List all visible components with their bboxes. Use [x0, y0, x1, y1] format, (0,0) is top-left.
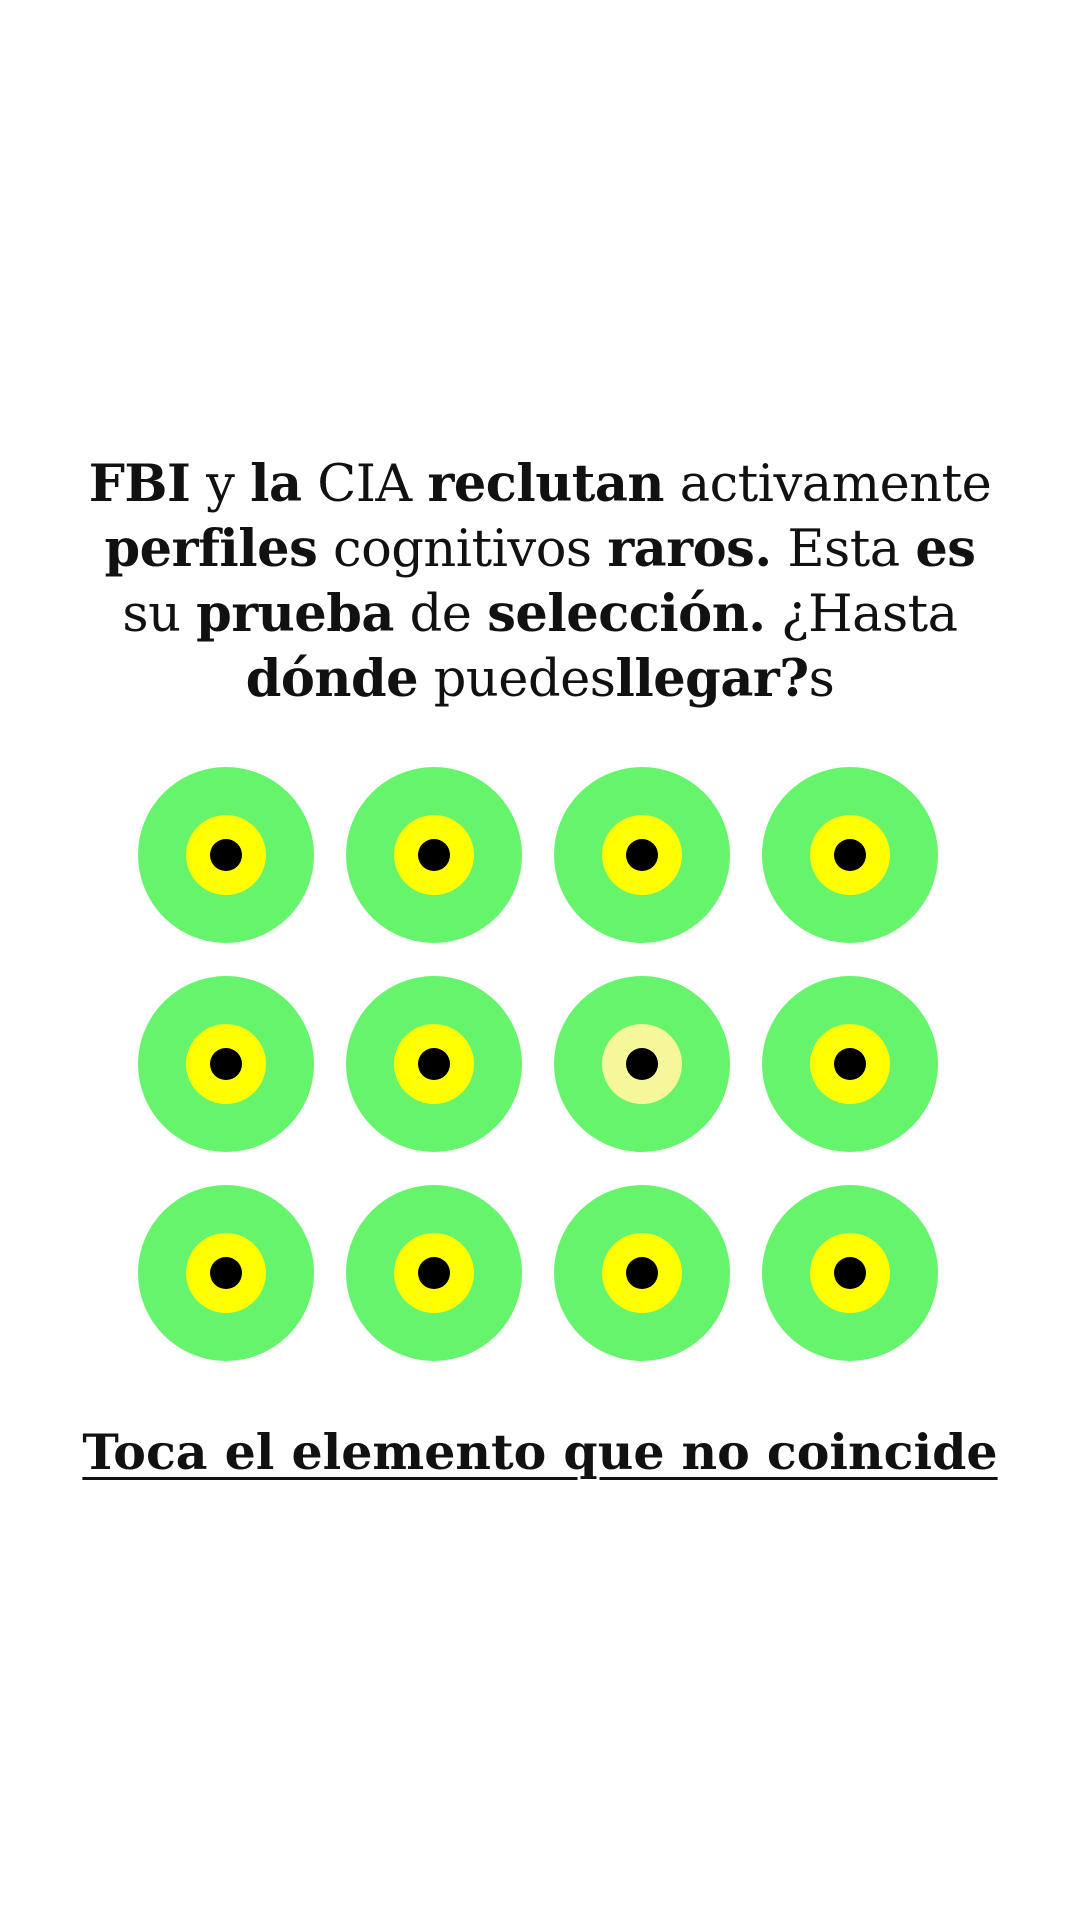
- headline-word: la: [250, 454, 302, 514]
- target-core-dot: [210, 839, 242, 871]
- target-circle[interactable]: [762, 1185, 938, 1361]
- headline-word: CIA: [317, 455, 412, 514]
- target-middle-ring: [186, 1233, 266, 1313]
- headline-word: reclutan: [427, 454, 664, 514]
- target-circle[interactable]: [346, 976, 522, 1152]
- target-middle-ring: [602, 1233, 682, 1313]
- target-middle-ring: [186, 1024, 266, 1104]
- target-core-dot: [626, 1048, 658, 1080]
- headline-word: ¿Hasta: [781, 585, 958, 644]
- target-core-dot: [210, 1257, 242, 1289]
- target-middle-ring: [602, 1024, 682, 1104]
- target-circle[interactable]: [346, 767, 522, 943]
- target-middle-ring: [394, 1024, 474, 1104]
- target-circle[interactable]: [138, 976, 314, 1152]
- target-middle-ring: [394, 1233, 474, 1313]
- headline-word: dónde: [245, 649, 419, 709]
- target-core-dot: [834, 839, 866, 871]
- headline-word: Esta: [787, 520, 900, 579]
- headline-word: perfiles: [104, 519, 318, 579]
- instruction-text: Toca el elemento que no coincide: [82, 1423, 998, 1481]
- target-circle[interactable]: [762, 976, 938, 1152]
- headline-word: y: [206, 455, 235, 514]
- target-middle-ring: [186, 815, 266, 895]
- target-middle-ring: [810, 1233, 890, 1313]
- target-circle[interactable]: [554, 1185, 730, 1361]
- target-core-dot: [418, 839, 450, 871]
- headline-word: FBI: [88, 454, 191, 514]
- target-core-dot: [834, 1048, 866, 1080]
- target-grid: [138, 767, 944, 1361]
- target-core-dot: [418, 1048, 450, 1080]
- headline-word: puedes: [433, 650, 616, 709]
- target-core-dot: [418, 1257, 450, 1289]
- target-core-dot: [834, 1257, 866, 1289]
- target-core-dot: [626, 1257, 658, 1289]
- headline-word: selección.: [487, 584, 766, 644]
- headline-word: de: [409, 585, 472, 644]
- target-circle[interactable]: [138, 767, 314, 943]
- target-circle[interactable]: [762, 767, 938, 943]
- headline-word: es: [915, 519, 976, 579]
- headline-word: activamente: [679, 455, 992, 514]
- target-circle[interactable]: [138, 1185, 314, 1361]
- headline-word: llegar?: [615, 649, 809, 709]
- target-middle-ring: [810, 1024, 890, 1104]
- target-middle-ring: [394, 815, 474, 895]
- target-circle[interactable]: [346, 1185, 522, 1361]
- headline-word: su: [122, 585, 181, 644]
- target-middle-ring: [602, 815, 682, 895]
- target-odd-circle[interactable]: [554, 976, 730, 1152]
- headline-word: cognitivos: [333, 520, 592, 579]
- target-core-dot: [626, 839, 658, 871]
- headline-word: prueba: [196, 584, 394, 644]
- target-circle[interactable]: [554, 767, 730, 943]
- headline: FBI y la CIA reclutan activamente perfil…: [70, 452, 1010, 712]
- target-core-dot: [210, 1048, 242, 1080]
- target-middle-ring: [810, 815, 890, 895]
- headline-word: s: [808, 650, 835, 709]
- headline-word: raros.: [607, 519, 772, 579]
